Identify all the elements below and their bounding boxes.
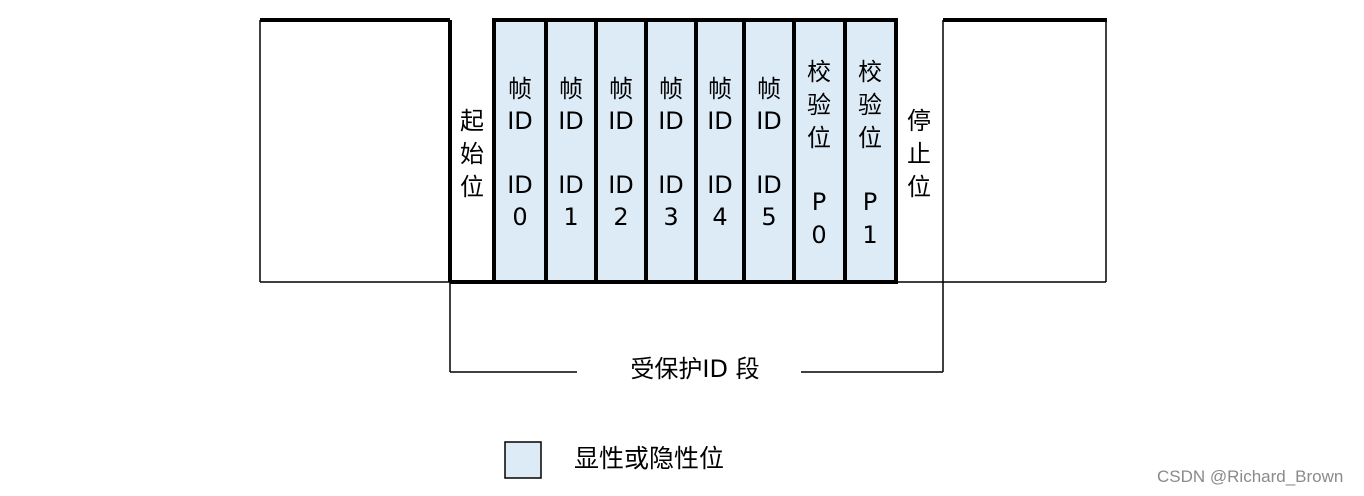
stop-bit-char-3: 位 bbox=[907, 173, 931, 201]
id5-top-2: ID bbox=[756, 107, 782, 135]
legend: 显性或隐性位 bbox=[504, 441, 724, 479]
start-bit-char-3: 位 bbox=[460, 173, 484, 201]
start-bit-cell: 起 始 位 bbox=[448, 20, 494, 284]
stop-bit-char-2: 止 bbox=[907, 140, 931, 168]
id1-top-2: ID bbox=[558, 107, 584, 135]
watermark: CSDN @Richard_Brown bbox=[1157, 467, 1344, 486]
id3-top-2: ID bbox=[658, 107, 684, 135]
id5-top-1: 帧 bbox=[757, 75, 781, 103]
id4-bottom-1: ID bbox=[707, 171, 733, 199]
id2-bottom-2: 2 bbox=[613, 203, 628, 231]
id4-top-2: ID bbox=[707, 107, 733, 135]
legend-label: 显性或隐性位 bbox=[574, 444, 724, 473]
protected-id-bracket: 受保护ID 段 bbox=[449, 282, 943, 383]
id1-bottom-2: 1 bbox=[563, 203, 578, 231]
id0-top-1: 帧 bbox=[508, 75, 532, 103]
p0-top-3: 位 bbox=[807, 124, 831, 152]
id1-top-1: 帧 bbox=[559, 75, 583, 103]
id0-bottom-2: 0 bbox=[512, 203, 527, 231]
legend-swatch bbox=[504, 441, 542, 479]
stop-bit-cell: 停 止 位 bbox=[907, 20, 944, 372]
start-bit-char-2: 始 bbox=[460, 140, 484, 168]
protected-id-label: 受保护ID 段 bbox=[630, 355, 759, 383]
id3-top-1: 帧 bbox=[659, 75, 683, 103]
id-field-group: 帧 ID ID 0 帧 ID ID 1 帧 ID ID 2 帧 ID ID 3 … bbox=[492, 18, 898, 284]
id2-top-1: 帧 bbox=[609, 75, 633, 103]
p1-bottom-1: P bbox=[863, 188, 877, 216]
id0-bottom-1: ID bbox=[507, 171, 533, 199]
id1-bottom-1: ID bbox=[558, 171, 584, 199]
id5-bottom-2: 5 bbox=[761, 203, 776, 231]
p1-top-1: 校 bbox=[858, 58, 882, 86]
id5-bottom-1: ID bbox=[756, 171, 782, 199]
id0-top-2: ID bbox=[507, 107, 533, 135]
p0-top-1: 校 bbox=[807, 58, 831, 86]
p0-bottom-1: P bbox=[812, 188, 826, 216]
p1-top-2: 验 bbox=[858, 91, 882, 119]
id4-bottom-2: 4 bbox=[712, 203, 727, 231]
p0-bottom-2: 0 bbox=[811, 221, 826, 249]
p1-top-3: 位 bbox=[858, 124, 882, 152]
id2-bottom-1: ID bbox=[608, 171, 634, 199]
id3-bottom-2: 3 bbox=[663, 203, 678, 231]
id2-top-2: ID bbox=[608, 107, 634, 135]
p1-bottom-2: 1 bbox=[862, 221, 877, 249]
start-bit-char-1: 起 bbox=[460, 107, 484, 135]
p0-top-2: 验 bbox=[807, 91, 831, 119]
id4-top-1: 帧 bbox=[708, 75, 732, 103]
stop-bit-char-1: 停 bbox=[907, 107, 931, 135]
frame-outline bbox=[259, 18, 1107, 283]
id3-bottom-1: ID bbox=[658, 171, 684, 199]
